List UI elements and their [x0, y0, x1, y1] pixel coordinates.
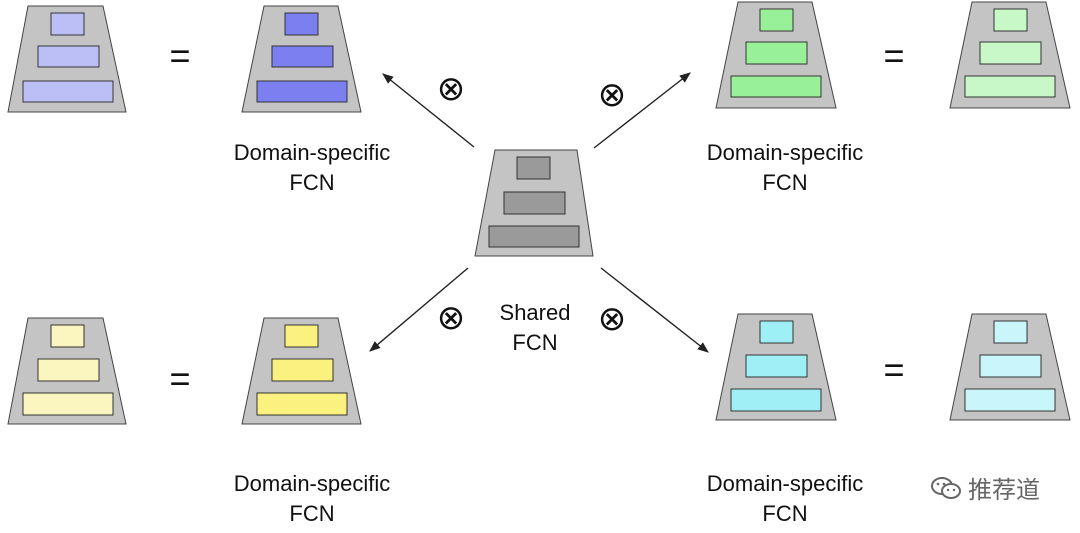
domain-label-bottom-right: Domain-specific FCN [685, 469, 885, 529]
green-result-fcn [949, 1, 1071, 109]
yellow-result-fcn [7, 317, 127, 425]
domain-label-line1: Domain-specific [233, 140, 391, 165]
domain-label-line2: FCN [762, 170, 808, 195]
yellow-domain-fcn [241, 317, 362, 425]
domain-label-line1: Domain-specific [706, 471, 864, 496]
green-domain-fcn [715, 1, 837, 109]
watermark: 推荐道 [930, 470, 1040, 505]
shared-fcn [474, 149, 594, 257]
otimes-operator-yellow: ⊗ [437, 298, 466, 338]
blue-domain-fcn [241, 5, 362, 113]
equals-sign-yellow: = [169, 358, 190, 399]
domain-label-line1: Domain-specific [706, 140, 864, 165]
equals-sign-green: = [883, 35, 904, 76]
watermark-text: 推荐道 [968, 476, 1040, 504]
domain-label-line1: Domain-specific [233, 471, 391, 496]
otimes-operator-blue: ⊗ [437, 69, 466, 109]
shared-label-line2: FCN [512, 330, 558, 355]
domain-label-bottom-left: Domain-specific FCN [212, 469, 412, 529]
shared-fcn-label: Shared FCN [475, 298, 595, 358]
blue-result-fcn [7, 5, 127, 113]
otimes-operator-cyan: ⊗ [598, 299, 627, 339]
shared-label-line1: Shared [499, 300, 571, 325]
domain-label-top-right: Domain-specific FCN [685, 138, 885, 198]
wechat-icon [931, 476, 961, 499]
arrow-to-blue [382, 73, 475, 148]
arrows [369, 72, 709, 353]
otimes-operator-green: ⊗ [598, 75, 627, 115]
domain-label-line2: FCN [289, 170, 335, 195]
arrow-to-yellow [369, 267, 469, 352]
domain-label-line2: FCN [762, 501, 808, 526]
equals-sign-blue: = [169, 35, 190, 76]
arrow-to-cyan [600, 267, 709, 353]
equals-sign-cyan: = [883, 349, 904, 390]
cyan-result-fcn [949, 313, 1071, 421]
cyan-domain-fcn [715, 313, 837, 421]
arrow-to-green [593, 72, 691, 149]
domain-label-top-left: Domain-specific FCN [212, 138, 412, 198]
domain-label-line2: FCN [289, 501, 335, 526]
